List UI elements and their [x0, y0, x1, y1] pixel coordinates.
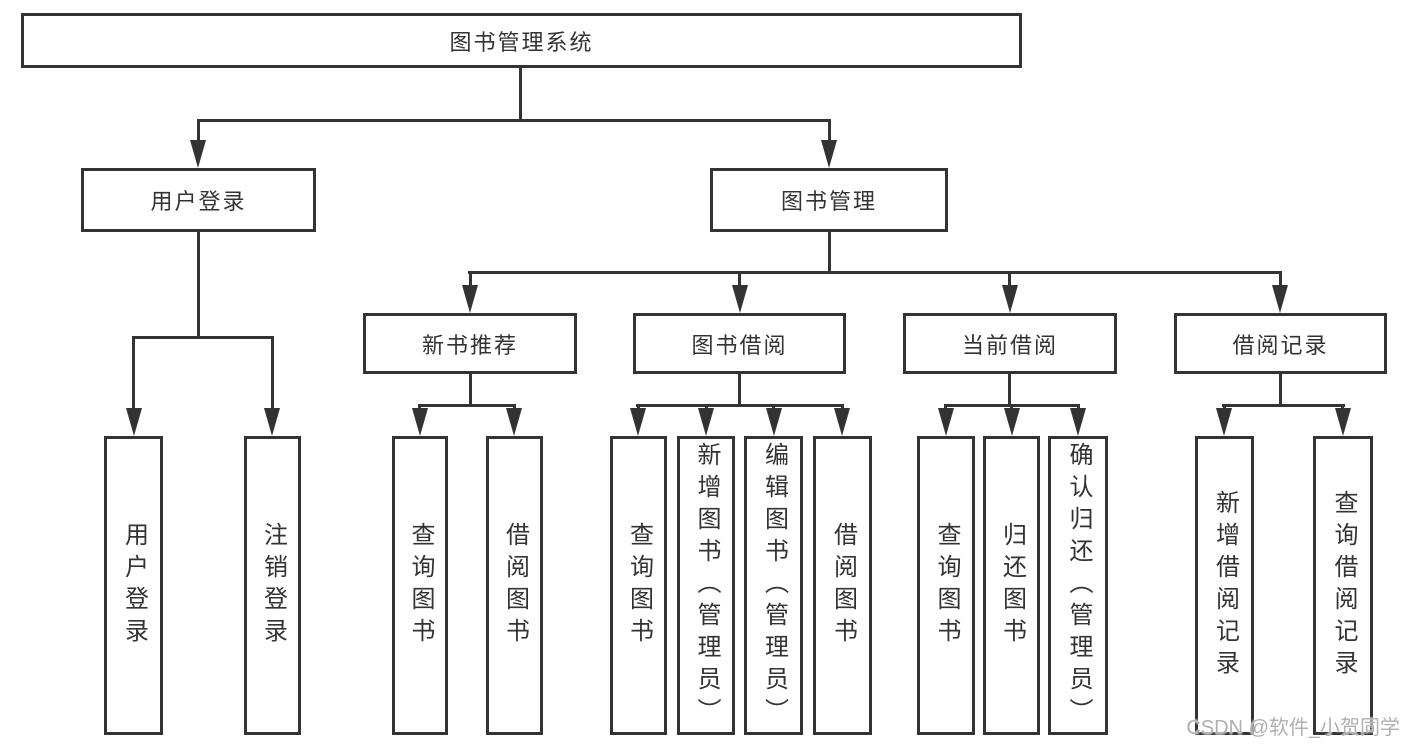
arrow-head-icon: [766, 408, 782, 436]
leaf-borrow-query-books-label: 查询图书: [625, 521, 653, 650]
connector-book-management-stub: [828, 230, 831, 274]
leaf-query-borrow-record: 查询借阅记录: [1313, 436, 1373, 735]
arrow-head-icon: [126, 408, 142, 436]
leaf-current-query-books-label: 查询图书: [933, 521, 960, 650]
arrow-head-icon: [938, 408, 954, 436]
leaf-add-books-admin: 新增图书（管理员）: [677, 436, 735, 735]
node-new-book-recommend: 新书推荐: [363, 313, 577, 374]
connector-book-borrow-rail: [636, 404, 844, 407]
arrow-head-icon: [462, 285, 478, 313]
node-user-login: 用户登录: [81, 168, 316, 232]
arrow-head-icon: [190, 140, 206, 168]
leaf-user-login-label: 用户登录: [120, 521, 148, 650]
connector-arrow-shaft: [271, 336, 274, 416]
connector-arrow-shaft: [1008, 271, 1011, 293]
node-current-borrow: 当前借阅: [903, 313, 1117, 374]
arrow-head-icon: [821, 140, 837, 168]
leaf-recommend-borrow-books-label: 借阅图书: [501, 521, 529, 650]
arrow-head-icon: [1216, 408, 1232, 436]
leaf-current-query-books: 查询图书: [917, 436, 975, 735]
leaf-recommend-query-books: 查询图书: [392, 436, 448, 735]
connector-book-borrow-stub: [738, 372, 741, 407]
node-book-borrow-label: 图书借阅: [691, 332, 788, 358]
leaf-borrow-books-label: 借阅图书: [829, 521, 857, 650]
leaf-borrow-query-books: 查询图书: [610, 436, 667, 735]
connector-new-book-stub: [469, 372, 472, 407]
connector-root-rail: [197, 119, 831, 122]
leaf-confirm-return-admin: 确认归还（管理员）: [1048, 436, 1108, 735]
arrow-head-icon: [630, 408, 646, 436]
leaf-edit-books-admin-label: 编辑图书（管理员）: [760, 441, 788, 730]
leaf-user-login: 用户登录: [104, 436, 163, 735]
node-root: 图书管理系统: [21, 13, 1022, 68]
leaf-recommend-query-books-label: 查询图书: [407, 521, 434, 650]
arrow-head-icon: [1335, 408, 1351, 436]
arrow-head-icon: [834, 408, 850, 436]
arrow-head-icon: [732, 285, 748, 313]
csdn-watermark: CSDN @软件_小贺同学: [1186, 717, 1400, 739]
arrow-head-icon: [506, 408, 522, 436]
arrow-head-icon: [412, 408, 428, 436]
node-root-label: 图书管理系统: [449, 29, 594, 55]
connector-arrow-shaft: [828, 119, 831, 148]
arrow-head-icon: [1070, 408, 1086, 436]
arrow-head-icon: [1272, 285, 1288, 313]
connector-arrow-shaft: [197, 119, 200, 148]
node-book-borrow: 图书借阅: [633, 313, 846, 374]
leaf-confirm-return-admin-label: 确认归还（管理员）: [1065, 441, 1092, 730]
leaf-return-books-label: 归还图书: [998, 521, 1026, 650]
connector-arrow-shaft: [1279, 271, 1282, 293]
node-user-login-label: 用户登录: [150, 189, 247, 214]
node-new-book-recommend-label: 新书推荐: [421, 332, 518, 358]
leaf-return-books: 归还图书: [983, 436, 1040, 735]
leaf-add-borrow-record-label: 新增借阅记录: [1211, 489, 1239, 682]
leaf-query-borrow-record-label: 查询借阅记录: [1330, 489, 1357, 682]
node-borrow-record: 借阅记录: [1174, 313, 1387, 374]
node-borrow-record-label: 借阅记录: [1232, 332, 1329, 358]
node-current-borrow-label: 当前借阅: [961, 332, 1058, 358]
connector-arrow-shaft: [738, 271, 741, 293]
leaf-borrow-books: 借阅图书: [813, 436, 872, 735]
node-book-management: 图书管理: [710, 168, 948, 232]
arrow-head-icon: [264, 408, 280, 436]
leaf-edit-books-admin: 编辑图书（管理员）: [744, 436, 803, 735]
connector-current-borrow-stub: [1008, 372, 1011, 407]
connector-book-management-rail: [468, 271, 1282, 274]
arrow-head-icon: [1004, 408, 1020, 436]
leaf-add-borrow-record: 新增借阅记录: [1195, 436, 1254, 735]
connector-user-login-stub: [197, 230, 200, 339]
leaf-add-books-admin-label: 新增图书（管理员）: [693, 441, 720, 730]
leaf-recommend-borrow-books: 借阅图书: [486, 436, 543, 735]
arrow-head-icon: [698, 408, 714, 436]
connector-arrow-shaft: [132, 336, 135, 416]
leaf-logout: 注销登录: [244, 436, 301, 735]
connector-borrow-record-stub: [1279, 372, 1282, 407]
node-book-management-label: 图书管理: [780, 189, 877, 214]
connector-root-stub: [519, 67, 522, 122]
leaf-logout-label: 注销登录: [259, 521, 287, 650]
arrow-head-icon: [1002, 285, 1018, 313]
connector-new-book-rail: [418, 404, 516, 407]
connector-borrow-record-rail: [1222, 404, 1345, 407]
connector-arrow-shaft: [469, 271, 472, 293]
connector-user-login-rail: [132, 336, 274, 339]
